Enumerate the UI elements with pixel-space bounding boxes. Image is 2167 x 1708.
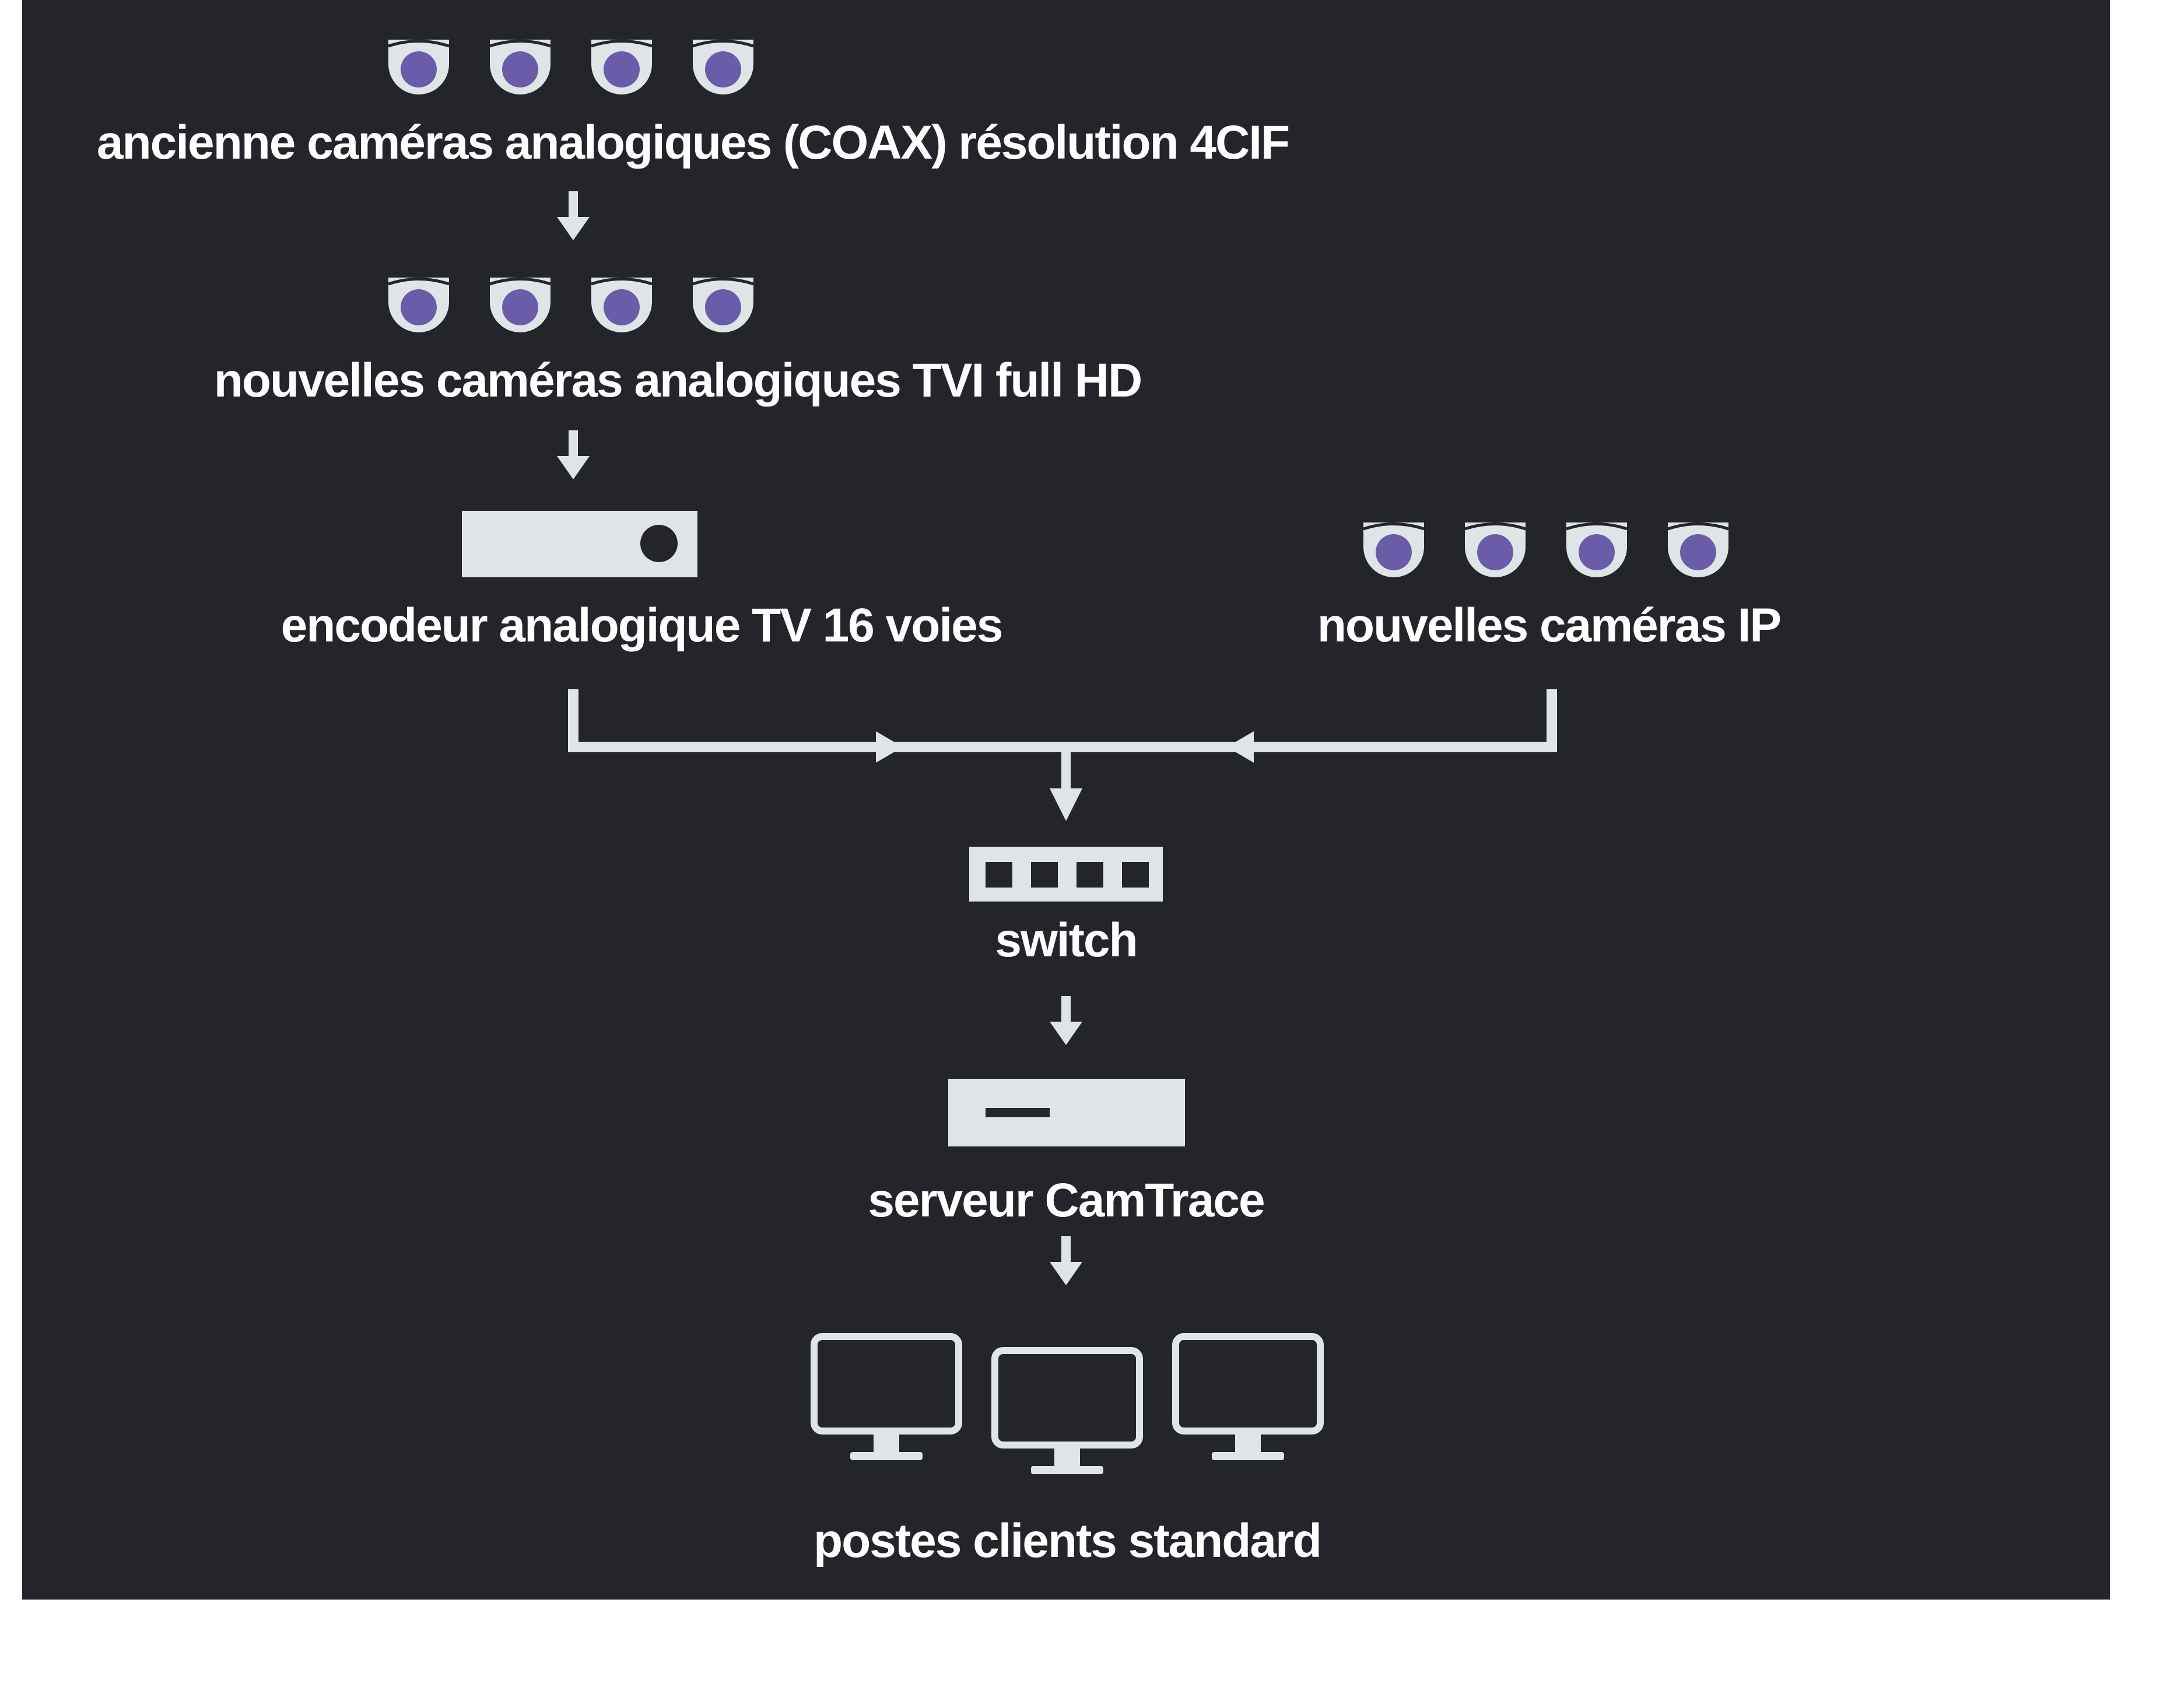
switch-label: switch — [995, 914, 1137, 967]
tvi-cameras-label: nouvelles caméras analogiques TVI full H… — [214, 354, 1141, 407]
clients-label: postes clients standard — [813, 1514, 1321, 1567]
network-switch-icon — [969, 847, 1163, 902]
encoder-box-icon — [462, 511, 697, 577]
connector-lines — [568, 689, 1557, 821]
old-cameras-label: ancienne caméras analogiques (COAX) réso… — [97, 116, 1289, 169]
encoder-label: encodeur analogique TV 16 voies — [281, 599, 1002, 652]
ip-cameras-label: nouvelles caméras IP — [1317, 599, 1780, 652]
arrow-left-icon — [1227, 731, 1254, 763]
server-icon — [948, 1079, 1185, 1146]
server-label: serveur CamTrace — [868, 1174, 1264, 1227]
arrow-right-icon — [876, 731, 903, 763]
arrow-down-icon — [1050, 788, 1082, 821]
